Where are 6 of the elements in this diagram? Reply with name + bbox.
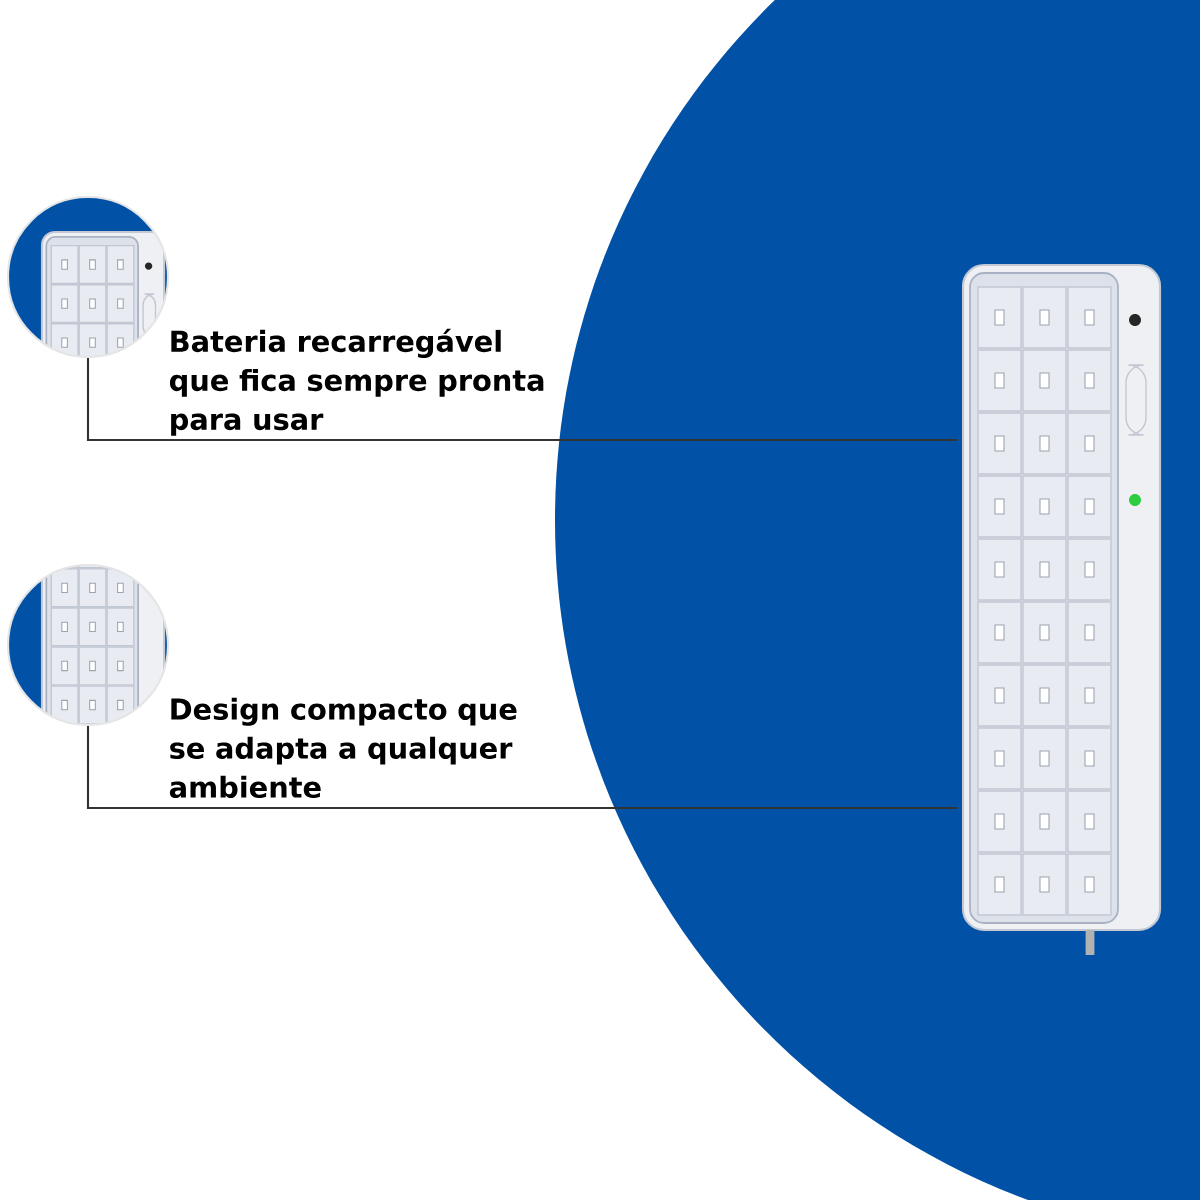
thumbnail-picture: [6, 563, 170, 727]
caption-text: Design compacto que se adapta a qualquer ambiente: [169, 697, 517, 798]
leader-line: [86, 726, 958, 810]
leader-line: [86, 358, 958, 442]
caption-text: Bateria recarregável que fica sempre pronta para usar: [169, 328, 544, 436]
emergency-light-drawing: [961, 263, 1162, 955]
